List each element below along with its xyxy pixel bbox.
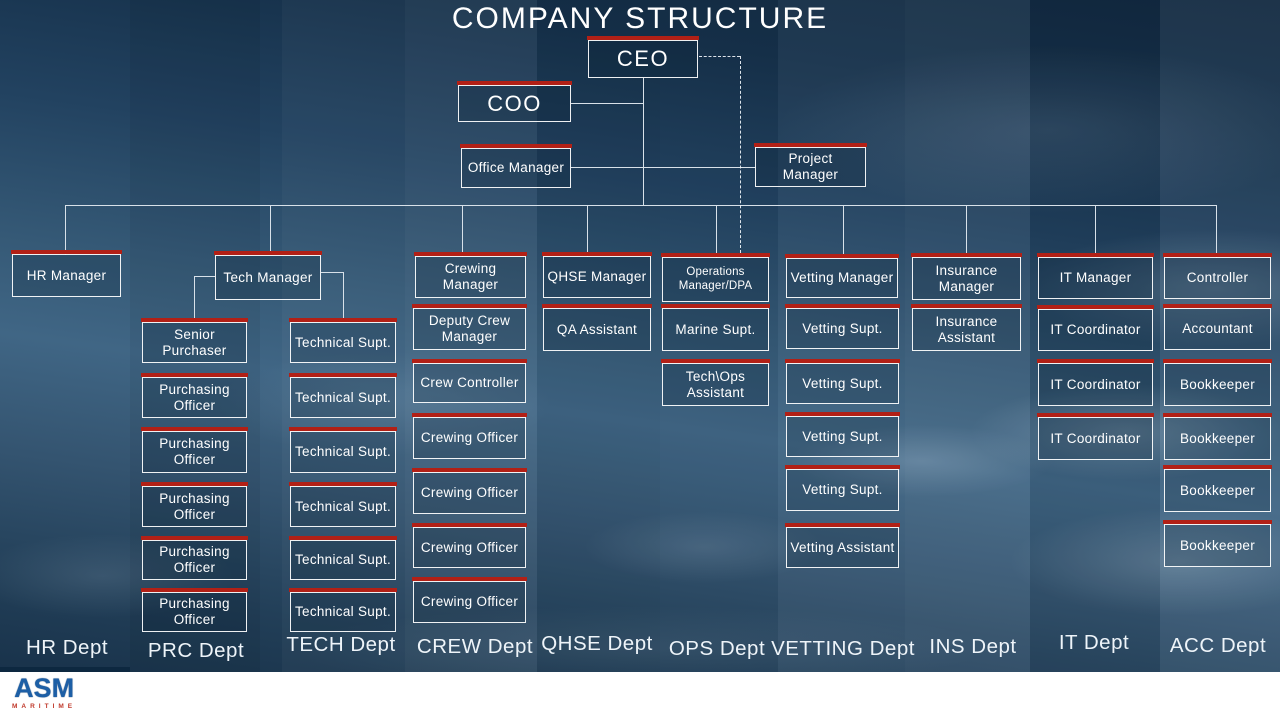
connector-techmgr-left-h (194, 276, 215, 277)
org-node-marine-supt: Marine Supt. (661, 304, 770, 351)
dept-label-prc: PRC Dept (147, 639, 245, 662)
column-band (537, 0, 660, 672)
dept-label-ins: INS Dept (929, 635, 1017, 658)
connector-ceo-drop (643, 78, 644, 206)
dept-label-ops: OPS Dept (668, 637, 766, 660)
org-node-vetting-manager: Vetting Manager (785, 254, 899, 298)
org-node-crewing-officer-1: Crewing Officer (412, 413, 527, 459)
connector-main-bus (65, 205, 1217, 206)
org-node-vetting-assistant: Vetting Assistant (785, 523, 900, 568)
dept-label-it: IT Dept (1058, 631, 1130, 654)
org-node-purchasing-officer-2: Purchasing Officer (141, 427, 248, 473)
org-node-vetting-supt-1: Vetting Supt. (785, 304, 900, 349)
org-node-controller: Controller (1163, 253, 1272, 299)
org-node-qhse-manager: QHSE Manager (542, 252, 652, 298)
org-node-crewing-manager: Crewing Manager (414, 252, 527, 298)
org-node-tech-ops-assistant: Tech\Ops Assistant (661, 359, 770, 406)
org-node-technical-supt-1: Technical Supt. (289, 318, 397, 363)
column-band (1030, 0, 1160, 672)
org-node-hr-manager: HR Manager (11, 250, 122, 297)
dept-label-vetting: VETTING Dept (771, 637, 915, 660)
org-node-purchasing-officer-1: Purchasing Officer (141, 373, 248, 418)
org-node-technical-supt-3: Technical Supt. (289, 427, 397, 473)
org-node-bookkeeper-4: Bookkeeper (1163, 520, 1272, 567)
org-node-vetting-supt-3: Vetting Supt. (785, 412, 900, 457)
org-node-technical-supt-4: Technical Supt. (289, 482, 397, 527)
org-node-crewing-officer-4: Crewing Officer (412, 577, 527, 623)
connector-drop-acc (1216, 205, 1217, 258)
org-node-vetting-supt-2: Vetting Supt. (785, 359, 900, 404)
connector-drop-qhse (587, 205, 588, 257)
connector-drop-tech (270, 205, 271, 255)
org-node-it-coordinator-1: IT Coordinator (1037, 305, 1154, 351)
logo-tagline: MARITIME (12, 703, 77, 710)
org-node-technical-supt-2: Technical Supt. (289, 373, 397, 418)
logo-text: ASM (14, 673, 75, 703)
org-node-it-coordinator-2: IT Coordinator (1037, 359, 1154, 406)
org-node-it-coordinator-3: IT Coordinator (1037, 413, 1154, 460)
org-node-accountant: Accountant (1163, 304, 1272, 350)
org-node-purchasing-officer-4: Purchasing Officer (141, 536, 248, 580)
page-title: COMPANY STRUCTURE (451, 2, 829, 35)
connector-office-project-link (571, 167, 756, 168)
org-node-project-manager: Project Manager (754, 143, 867, 187)
org-node-crewing-officer-3: Crewing Officer (412, 523, 527, 568)
org-node-deputy-crew-manager: Deputy Crew Manager (412, 304, 527, 350)
dept-label-crew: CREW Dept (416, 635, 534, 658)
connector-drop-vetting (843, 205, 844, 259)
connector-techmgr-left-v (194, 276, 195, 322)
connector-drop-hr (65, 205, 66, 255)
org-node-coo: COO (457, 81, 572, 122)
connector-drop-crew (462, 205, 463, 257)
connector-techmgr-right-v (343, 272, 344, 322)
org-node-office-manager: Office Manager (460, 144, 572, 188)
org-node-purchasing-officer-5: Purchasing Officer (141, 588, 248, 632)
column-band (778, 0, 905, 672)
dept-label-tech: TECH Dept (286, 633, 396, 656)
org-node-technical-supt-6: Technical Supt. (289, 588, 397, 632)
org-node-tech-manager: Tech Manager (214, 251, 322, 300)
org-node-purchasing-officer-3: Purchasing Officer (141, 482, 248, 527)
org-node-operations-manager-dpa: Operations Manager/DPA (661, 253, 770, 302)
column-band (130, 0, 260, 672)
connector-dashed-ceo-dpa-v (740, 56, 741, 258)
connector-drop-it (1095, 205, 1096, 258)
connector-techmgr-right-h (321, 272, 343, 273)
org-node-ceo: CEO (587, 36, 699, 78)
org-node-insurance-assistant: Insurance Assistant (911, 304, 1022, 351)
org-node-senior-purchaser: Senior Purchaser (141, 318, 248, 363)
org-node-technical-supt-5: Technical Supt. (289, 536, 397, 580)
org-node-insurance-manager: Insurance Manager (911, 253, 1022, 300)
connector-drop-ops (716, 205, 717, 258)
org-node-bookkeeper-2: Bookkeeper (1163, 413, 1272, 460)
asm-maritime-logo: ASM MARITIME (12, 673, 77, 711)
org-node-crewing-officer-2: Crewing Officer (412, 468, 527, 514)
column-band (405, 0, 537, 672)
connector-coo-link (571, 103, 643, 104)
column-band (1160, 0, 1280, 672)
column-band (905, 0, 1030, 672)
connector-dashed-ceo-dpa-h (699, 56, 740, 57)
org-node-qa-assistant: QA Assistant (542, 304, 652, 351)
org-node-vetting-supt-4: Vetting Supt. (785, 465, 900, 511)
footer-accent-strip (0, 667, 130, 672)
dept-label-qhse: QHSE Dept (541, 632, 653, 655)
org-node-bookkeeper-1: Bookkeeper (1163, 359, 1272, 406)
org-node-crew-controller: Crew Controller (412, 359, 527, 403)
dept-label-hr: HR Dept (25, 636, 109, 659)
org-node-bookkeeper-3: Bookkeeper (1163, 465, 1272, 512)
connector-drop-ins (966, 205, 967, 258)
footer-bar (0, 672, 1280, 720)
dept-label-acc: ACC Dept (1169, 634, 1267, 657)
org-node-it-manager: IT Manager (1037, 253, 1154, 299)
